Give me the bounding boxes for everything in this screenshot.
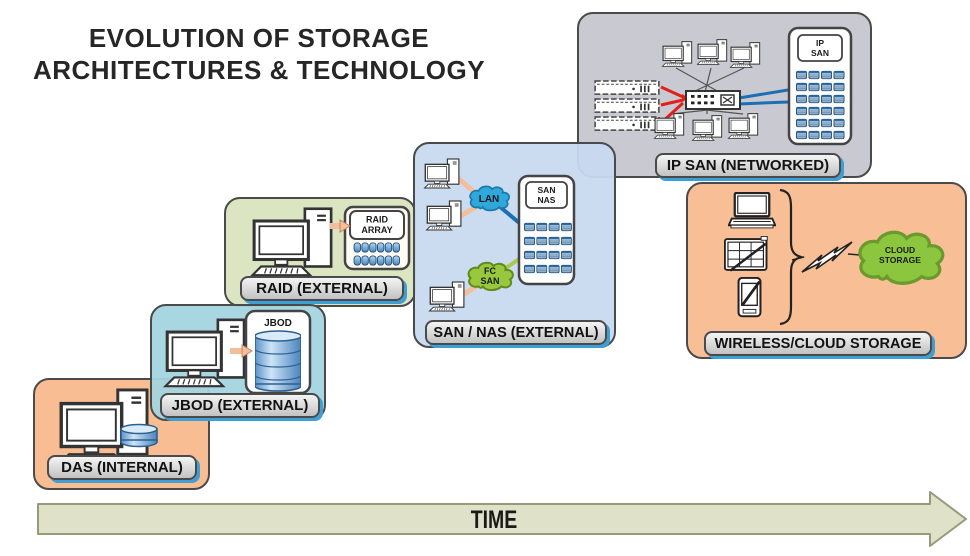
disk-stack-icon [255, 330, 301, 392]
raid-label-line2: ARRAY [361, 225, 392, 235]
fc-cloud-line1: FC [484, 266, 496, 276]
wireless-link-line [847, 253, 861, 256]
desktop-pc-icon [729, 42, 761, 68]
network-switch-icon [685, 90, 741, 110]
time-label: TIME [471, 506, 518, 534]
san-nas-label-text: SAN / NAS (EXTERNAL) [433, 324, 599, 341]
desktop-pc-icon [691, 115, 723, 141]
jbod-enclosure: JBOD [244, 309, 312, 395]
time-axis: TIME [28, 487, 970, 553]
desktop-pc-icon [425, 200, 462, 231]
san-enclosure-line2: NAS [538, 195, 556, 205]
desktop-pc-icon [250, 207, 333, 277]
lan-cloud-icon: LAN [469, 185, 511, 212]
ip-san-stage-label: IP SAN (NETWORKED) [655, 153, 841, 178]
cloud-storage-line1: CLOUD [885, 245, 915, 255]
ip-san-storage-array: IP SAN [787, 26, 853, 146]
curly-brace [779, 188, 805, 326]
time-arrow [37, 491, 967, 547]
san-nas-stage-box: LAN FC SAN SAN NAS SAN / NAS [413, 142, 616, 348]
ip-san-stage-box: IP SAN IP SAN (NETWORKED) [577, 12, 872, 178]
ip-san-label-text: IP SAN (NETWORKED) [666, 157, 830, 174]
desktop-pc-icon [727, 113, 759, 139]
lan-cloud-label: LAN [479, 194, 500, 205]
das-label-text: DAS (INTERNAL) [61, 459, 183, 476]
title-line-1: EVOLUTION OF STORAGE [88, 23, 430, 53]
das-stage-label: DAS (INTERNAL) [47, 455, 197, 480]
jbod-label-text: JBOD (EXTERNAL) [171, 397, 309, 414]
raid-label-line1: RAID [366, 215, 388, 225]
raid-label-text: RAID (EXTERNAL) [256, 280, 388, 297]
scsi-connector-arrow [330, 219, 351, 233]
wireless-label-text: WIRELESS/CLOUD STORAGE [714, 335, 922, 352]
scsi-connector-arrow [230, 344, 253, 358]
raid-stage-label: RAID (EXTERNAL) [240, 276, 404, 301]
raid-array-enclosure: RAID ARRAY [343, 205, 411, 271]
san-enclosure-line1: SAN [538, 185, 556, 195]
page-title: EVOLUTION OF STORAGE ARCHITECTURES & TEC… [28, 22, 490, 86]
laptop-icon [728, 192, 776, 230]
connection-lines [659, 67, 789, 125]
tablet-icon [724, 236, 769, 272]
internal-disk-icon [120, 423, 158, 448]
wireless-cloud-stage-box: CLOUD STORAGE WIRELESS/CLOUD STORAGE [686, 182, 967, 359]
fc-cloud-line2: SAN [480, 276, 499, 286]
handheld-icon [737, 277, 762, 318]
desktop-pc-icon [696, 39, 728, 65]
wireless-link-line [791, 256, 805, 261]
san-nas-stage-label: SAN / NAS (EXTERNAL) [425, 320, 607, 345]
ipsan-enclosure-line1: IP [816, 38, 824, 48]
cloud-storage-icon: CLOUD STORAGE [858, 230, 945, 285]
raid-stage-box: RAID ARRAY RAID (EXTERNAL) [224, 197, 416, 307]
san-nas-storage-array: SAN NAS [517, 174, 576, 286]
cloud-storage-line2: STORAGE [879, 255, 921, 265]
desktop-pc-icon [661, 41, 693, 67]
desktop-pc-icon [428, 281, 465, 312]
desktop-pc-icon [423, 158, 460, 189]
jbod-stage-box: JBOD JBOD (EXTERNAL) [150, 304, 326, 421]
server-rack-icons [594, 80, 660, 131]
lightning-bolt-icon [801, 241, 853, 273]
title-line-2: ARCHITECTURES & TECHNOLOGY [32, 55, 486, 85]
ipsan-enclosure-line2: SAN [811, 48, 829, 58]
jbod-enclosure-label: JBOD [264, 318, 292, 329]
fc-san-cloud-icon: FC SAN [467, 261, 514, 292]
wireless-stage-label: WIRELESS/CLOUD STORAGE [704, 331, 932, 356]
jbod-stage-label: JBOD (EXTERNAL) [160, 393, 320, 418]
